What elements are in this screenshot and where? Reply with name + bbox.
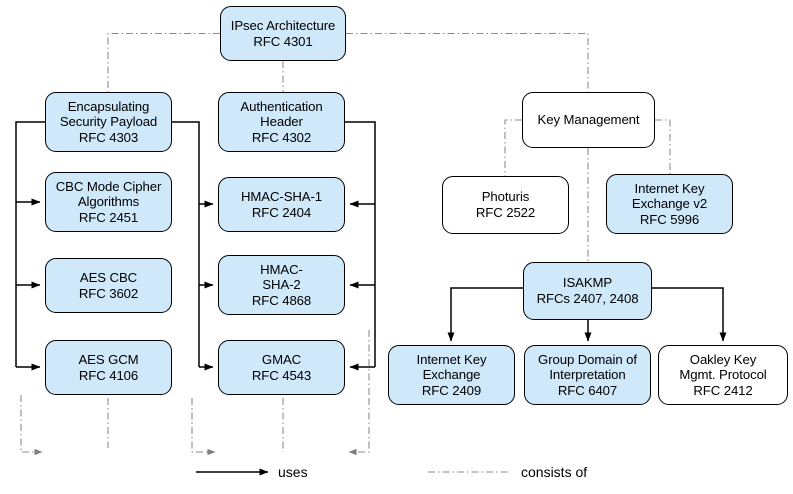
node-ipsec-architecture-line-0: IPsec Architecture (230, 17, 336, 33)
node-esp-line-1: Security Payload (59, 114, 158, 130)
node-oakley-line-2: RFC 2412 (693, 382, 753, 398)
node-oakley-line-0: Oakley Key (689, 351, 757, 367)
node-hmac-sha-1-line-0: HMAC-SHA-1 (240, 188, 323, 204)
node-cbc-mode-cipher-line-0: CBC Mode Cipher (55, 178, 162, 194)
node-aes-gcm-line-0: AES GCM (78, 351, 139, 367)
edge-esp-bus-left (15, 121, 45, 367)
node-hmac-sha-2-line-0: HMAC- (260, 261, 303, 277)
node-hmac-sha-2-line-1: SHA-2 (262, 277, 301, 293)
edge-isakmp-to-ike (447, 287, 523, 342)
node-authentication-header-line-1: Header (260, 114, 303, 130)
edge-keymgmt-to-photuris (504, 119, 522, 176)
node-authentication-header-line-0: Authentication (240, 98, 323, 114)
node-gdoi-line-0: Group Domain of (538, 351, 637, 367)
edge-ah-bus-right (345, 121, 376, 367)
edge-esp-column-tail (20, 395, 43, 456)
node-photuris-line-0: Photuris (481, 189, 530, 205)
node-esp-line-0: Encapsulating (67, 98, 150, 114)
edge-keymgmt-to-ikev2 (655, 119, 671, 174)
node-cbc-mode-cipher-line-2: RFC 2451 (78, 209, 139, 225)
node-aes-cbc-line-0: AES CBC (79, 269, 138, 285)
node-ikev2-line-0: Internet Key (634, 180, 705, 196)
node-gmac-line-1: RFC 4543 (251, 367, 312, 383)
edge-ah-column-tail (191, 398, 216, 456)
node-key-management[interactable]: Key Management (522, 92, 655, 148)
node-aes-cbc-line-1: RFC 3602 (78, 285, 139, 301)
edge-isakmp-to-oakley (652, 287, 727, 342)
edge-right-tail (348, 398, 370, 456)
node-isakmp-line-0: ISAKMP (562, 275, 613, 291)
node-ike-line-0: Internet Key (416, 351, 487, 367)
node-ikev2-line-1: Exchange v2 (631, 196, 708, 212)
node-authentication-header-line-2: RFC 4302 (251, 129, 312, 145)
node-gdoi-line-1: Interpretation (549, 367, 626, 383)
node-oakley-line-1: Mgmt. Protocol (679, 367, 767, 383)
node-hmac-sha-1-line-1: RFC 2404 (251, 204, 312, 220)
edge-esp-bus-right (172, 121, 200, 367)
node-ipsec-architecture-line-1: RFC 4301 (253, 33, 313, 49)
node-key-management-line-0: Key Management (537, 112, 640, 128)
legend-uses-label: uses (278, 464, 308, 480)
edge-ipsec-to-esp (107, 32, 220, 92)
node-ike-line-2: RFC 2409 (421, 382, 482, 398)
node-hmac-sha-2-line-2: RFC 4868 (251, 292, 312, 308)
node-esp-line-2: RFC 4303 (78, 129, 139, 145)
node-cbc-mode-cipher-line-1: Algorithms (77, 194, 140, 210)
node-gmac-line-0: GMAC (261, 351, 302, 367)
node-gdoi-line-2: RFC 6407 (557, 382, 618, 398)
node-photuris-line-1: RFC 2522 (475, 205, 536, 220)
node-isakmp-line-1: RFCs 2407, 2408 (536, 291, 639, 306)
legend-consists-of-label: consists of (521, 464, 588, 480)
consists-of-edges (20, 32, 671, 456)
node-aes-gcm-line-1: RFC 4106 (78, 367, 139, 383)
node-ikev2-line-2: RFC 5996 (639, 211, 700, 227)
edge-ipsec-to-keymgmt (346, 32, 589, 92)
uses-edges (15, 121, 727, 371)
node-ike-line-1: Exchange (422, 367, 481, 383)
